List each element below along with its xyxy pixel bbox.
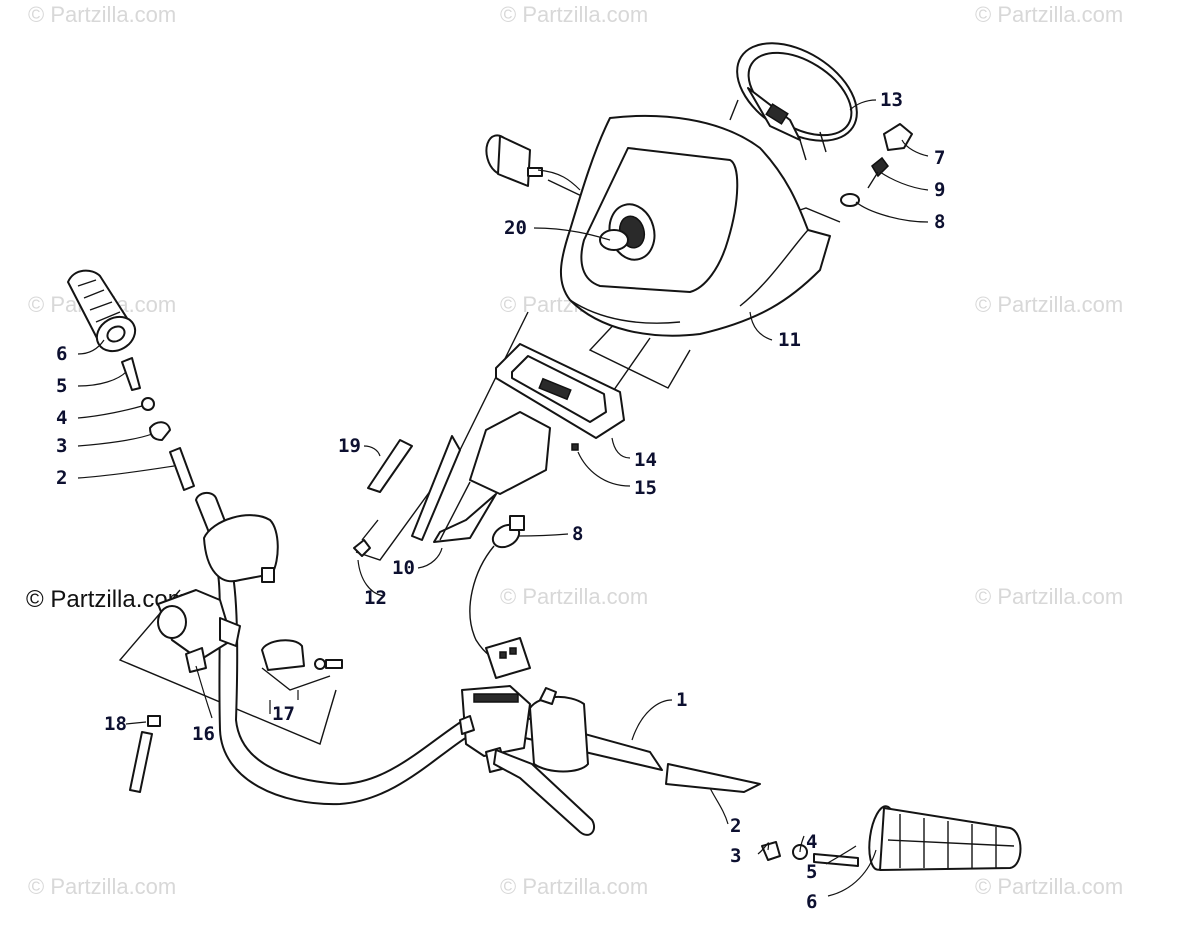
callout-16: 16 [192, 723, 215, 745]
callout-5: 5 [806, 861, 817, 883]
callout-2: 2 [56, 467, 67, 489]
brake-lever [493, 749, 596, 836]
bolt [813, 853, 859, 867]
callout-2: 2 [730, 815, 741, 837]
watermark: © Partzilla.com [975, 874, 1124, 899]
bolt [121, 357, 141, 391]
watermark: © Partzilla.com [975, 584, 1124, 609]
callout-17: 17 [272, 703, 295, 725]
callout-9: 9 [934, 179, 945, 201]
power-outlet [485, 134, 656, 261]
pin [571, 443, 579, 451]
watermark: © Partzilla.com [500, 874, 649, 899]
callout-5: 5 [56, 375, 67, 397]
callout-10: 10 [392, 557, 415, 579]
ignition-cap [840, 123, 913, 207]
grip-tube [665, 763, 761, 793]
callout-12: 12 [364, 587, 387, 609]
callout-13: 13 [880, 89, 903, 111]
callout-4: 4 [806, 831, 817, 853]
callout-6: 6 [806, 891, 817, 913]
speedometer-gauge [729, 42, 858, 161]
left-handle-grip [67, 269, 137, 353]
washer [141, 397, 155, 411]
watermark: © Partzilla.com [500, 2, 649, 27]
clamp [261, 639, 343, 671]
wire-lead [129, 715, 161, 793]
end-weight [149, 421, 171, 441]
watermark: © Partzilla.com [500, 584, 649, 609]
callout-8: 8 [934, 211, 945, 233]
callout-7: 7 [934, 147, 945, 169]
callout-8: 8 [572, 523, 583, 545]
callout-1: 1 [676, 689, 687, 711]
spacer-tube [367, 439, 413, 493]
callout-3: 3 [56, 435, 67, 457]
callout-20: 20 [504, 217, 527, 239]
end-weight [761, 841, 781, 861]
right-switch-housing [529, 687, 589, 773]
handlebar-pod [559, 114, 831, 337]
leader-lines [77, 99, 929, 897]
callout-4: 4 [56, 407, 67, 429]
callout-14: 14 [634, 449, 657, 471]
watermark: © Partzilla.com [28, 2, 177, 27]
watermark: © Partzilla.com [975, 292, 1124, 317]
right-handle-grip [868, 805, 1022, 871]
mounting-bracket [411, 411, 551, 543]
callout-labels: 13 7 9 8 20 11 6 5 4 3 2 19 14 15 8 10 1… [56, 89, 945, 913]
callout-3: 3 [730, 845, 741, 867]
gauge-bezel [495, 343, 625, 439]
callout-11: 11 [778, 329, 801, 351]
left-switch-housing [157, 514, 279, 673]
grip-tube [169, 447, 195, 491]
indicator-light-harness [469, 515, 531, 679]
callout-6: 6 [56, 343, 67, 365]
watermark: © Partzilla.com [975, 2, 1124, 27]
watermark: © Partzilla.com [28, 874, 177, 899]
callout-19: 19 [338, 435, 361, 457]
callout-15: 15 [634, 477, 657, 499]
callout-18: 18 [104, 713, 127, 735]
screw [353, 519, 379, 557]
